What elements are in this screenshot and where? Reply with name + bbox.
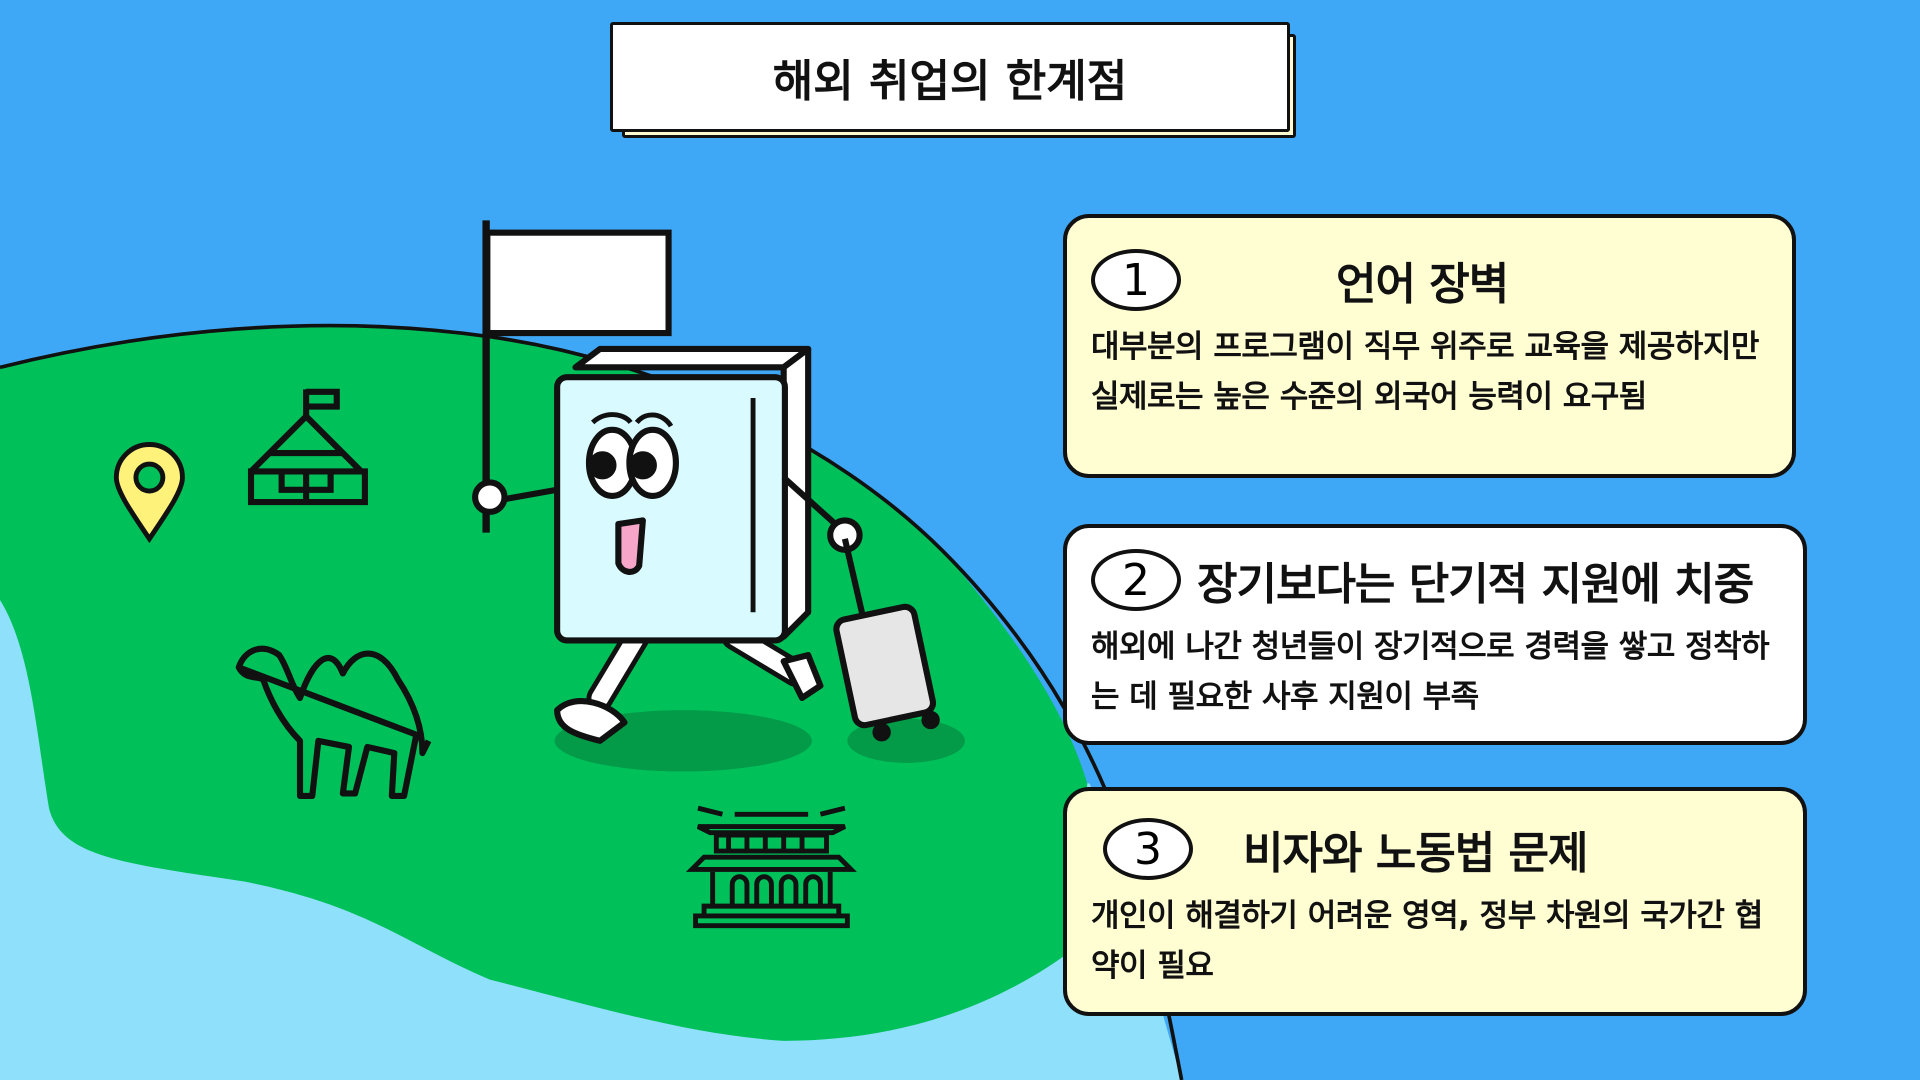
palace-icon bbox=[685, 805, 857, 929]
card-title: 비자와 노동법 문제 bbox=[1243, 828, 1588, 879]
location-pin-icon bbox=[113, 442, 185, 544]
number-badge: 1 bbox=[1091, 249, 1181, 311]
card-title: 언어 장벽 bbox=[1336, 259, 1509, 310]
yurt-icon bbox=[247, 388, 368, 506]
card-visa-labor-law: 3 비자와 노동법 문제 개인이 해결하기 어려운 영역, 정부 차원의 국가간… bbox=[1063, 787, 1807, 1016]
card-title: 장기보다는 단기적 지원에 치중 bbox=[1197, 559, 1754, 610]
card-body: 대부분의 프로그램이 직무 위주로 교육을 제공하지만 실제로는 높은 수준의 … bbox=[1091, 329, 1759, 415]
card-body: 해외에 나간 청년들이 장기적으로 경력을 쌓고 정착하는 데 필요한 사후 지… bbox=[1091, 629, 1770, 715]
book-character bbox=[472, 345, 863, 744]
card-short-term-support: 2 장기보다는 단기적 지원에 치중 해외에 나간 청년들이 장기적으로 경력을… bbox=[1063, 524, 1807, 745]
number-badge: 3 bbox=[1103, 818, 1193, 880]
page-title: 해외 취업의 한계점 bbox=[610, 22, 1290, 132]
card-body: 개인이 해결하기 어려운 영역, 정부 차원의 국가간 협약이 필요 bbox=[1091, 898, 1763, 984]
title-banner: 해외 취업의 한계점 bbox=[610, 22, 1296, 138]
suitcase-icon bbox=[833, 538, 940, 742]
camel-icon bbox=[235, 645, 432, 799]
flag-icon bbox=[482, 220, 672, 533]
card-language-barrier: 1 언어 장벽 대부분의 프로그램이 직무 위주로 교육을 제공하지만 실제로는… bbox=[1063, 214, 1796, 478]
number-badge: 2 bbox=[1091, 549, 1181, 611]
